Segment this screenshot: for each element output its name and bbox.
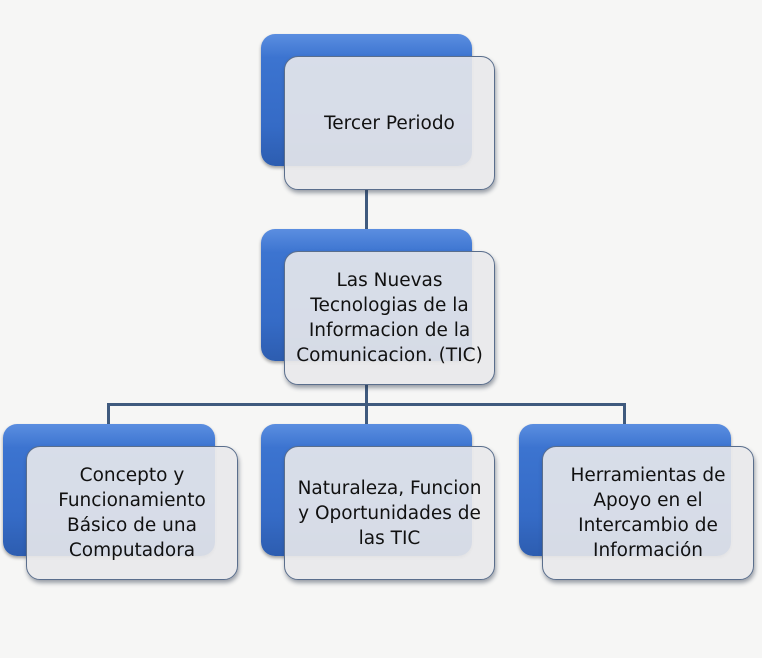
node-concepto-label: Concepto y Funcionamiento Básico de una … bbox=[58, 465, 206, 561]
node-naturaleza-label: Naturaleza, Funcion y Oportunidades de l… bbox=[297, 477, 482, 549]
connector-horizontal-bar bbox=[107, 403, 626, 406]
node-herramientas-label: Herramientas de Apoyo en el Intercambio … bbox=[570, 465, 726, 561]
connector-right-drop bbox=[623, 403, 626, 425]
node-concepto-front-shape: Concepto y Funcionamiento Básico de una … bbox=[26, 446, 238, 580]
node-tic-front-shape: Las Nuevas Tecnologias de la Informacion… bbox=[284, 251, 495, 385]
node-herramientas-front-shape: Herramientas de Apoyo en el Intercambio … bbox=[542, 446, 754, 580]
node-root-front-shape: Tercer Periodo bbox=[284, 56, 495, 190]
connector-root-to-tic bbox=[365, 189, 368, 231]
node-root-label: Tercer Periodo bbox=[324, 112, 455, 134]
node-naturaleza-front-shape: Naturaleza, Funcion y Oportunidades de l… bbox=[284, 446, 495, 580]
node-tic-label: Las Nuevas Tecnologias de la Informacion… bbox=[296, 270, 483, 366]
connector-left-drop bbox=[107, 403, 110, 425]
